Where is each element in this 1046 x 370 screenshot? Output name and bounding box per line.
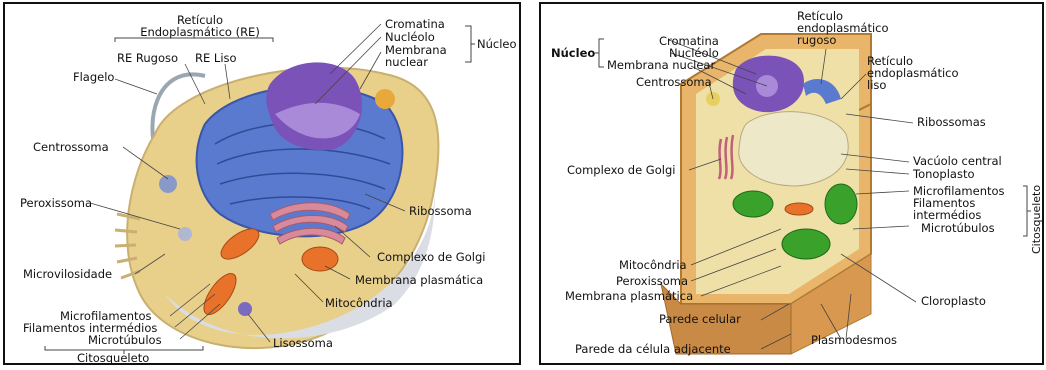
label-filamentos-intermedios: Filamentos intermédios xyxy=(913,197,981,221)
label-ribossoma: Ribossoma xyxy=(409,205,472,217)
label-microtubulos: Microtúbulos xyxy=(88,334,162,346)
label-mitocondria: Mitocôndria xyxy=(619,259,687,271)
label-centrossoma: Centrossoma xyxy=(33,141,109,153)
label-mitocondria: Mitocôndria xyxy=(325,297,393,309)
centrosome-shape xyxy=(159,175,177,193)
label-reticulo-rugoso: Retículo endoplasmático rugoso xyxy=(797,10,889,46)
label-vacuolo-central: Vacúolo central xyxy=(913,155,1002,167)
vesicle-shape xyxy=(375,89,395,109)
label-microtubulos: Microtúbulos xyxy=(921,222,995,234)
label-centrossoma: Centrossoma xyxy=(636,76,712,88)
label-lisossoma: Lisossoma xyxy=(273,337,333,349)
mitochondria-shape-3 xyxy=(302,247,338,271)
animal-cell-panel: Retículo Endoplasmático (RE) RE Rugoso R… xyxy=(3,2,521,365)
label-parede-celular: Parede celular xyxy=(659,313,741,325)
label-peroxissoma: Peroxissoma xyxy=(20,197,92,209)
mitochondria-shape xyxy=(785,203,813,215)
label-complexo-golgi: Complexo de Golgi xyxy=(377,251,485,263)
label-cromatina: Cromatina xyxy=(385,18,445,30)
label-citosqueleto: Citosqueleto xyxy=(77,352,149,364)
label-nucleolo: Nucléolo xyxy=(385,31,435,43)
label-re-liso: RE Liso xyxy=(195,52,237,64)
label-peroxissoma: Peroxissoma xyxy=(616,275,688,287)
label-reticulo-liso: Retículo endoplasmático liso xyxy=(867,55,959,91)
peroxisome-shape xyxy=(178,227,192,241)
label-flagelo: Flagelo xyxy=(73,71,114,83)
label-parede-celula-adjacente: Parede da célula adjacente xyxy=(575,343,731,355)
plant-cell-panel: Núcleo Cromatina Nucléolo Membrana nucle… xyxy=(539,2,1044,365)
label-nucleo: Núcleo xyxy=(477,38,517,50)
label-membrana-nuclear: Membrana nuclear xyxy=(385,44,447,68)
label-citosqueleto: Citosqueleto xyxy=(1030,185,1043,254)
chloroplast-shape-2 xyxy=(782,229,830,259)
chloroplast-shape-1 xyxy=(733,191,773,217)
label-cloroplasto: Cloroplasto xyxy=(921,295,986,307)
label-reticulo-endoplasmatico: Retículo Endoplasmático (RE) xyxy=(140,14,260,38)
label-tonoplasto: Tonoplasto xyxy=(913,168,975,180)
chloroplast-shape-3 xyxy=(825,184,857,224)
label-ribossomas: Ribossomas xyxy=(917,116,986,128)
label-microvilosidade: Microvilosidade xyxy=(23,268,112,280)
label-complexo-golgi: Complexo de Golgi xyxy=(567,164,675,176)
label-plasmodesmos: Plasmodesmos xyxy=(811,334,897,346)
label-nucleo: Núcleo xyxy=(551,47,595,59)
label-re-rugoso: RE Rugoso xyxy=(117,52,178,64)
label-membrana-nuclear: Membrana nuclear xyxy=(607,59,715,71)
vacuole-shape xyxy=(739,112,848,186)
lysosome-shape xyxy=(238,302,252,316)
label-membrana-plasmatica: Membrana plasmática xyxy=(565,290,693,302)
label-membrana-plasmatica: Membrana plasmática xyxy=(355,274,483,286)
